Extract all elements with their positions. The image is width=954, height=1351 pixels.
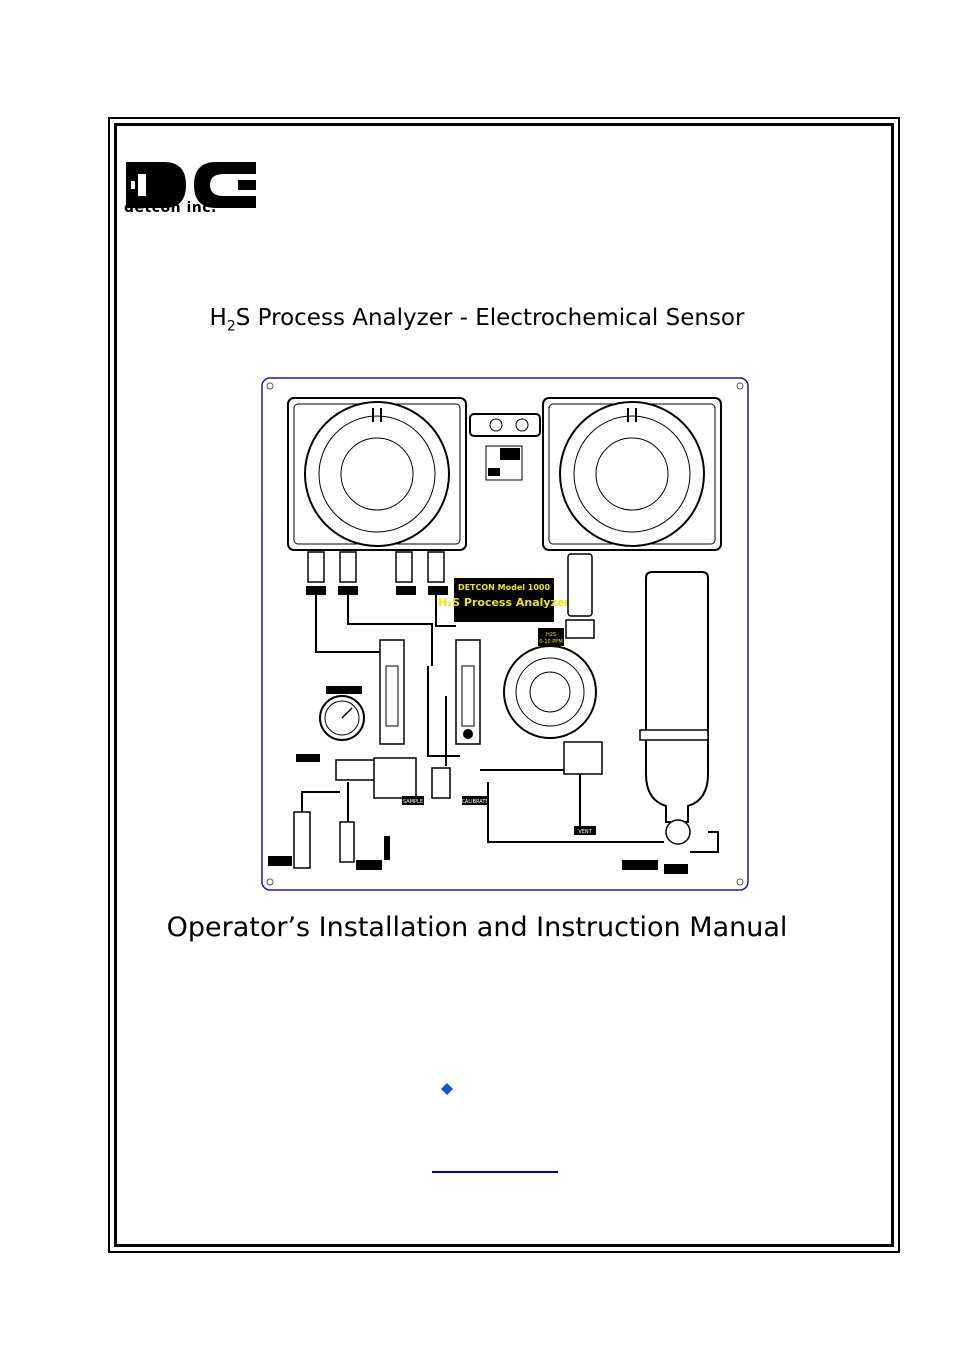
- blue-bullet-icon: [441, 1083, 453, 1095]
- document-title: H2S Process Analyzer - Electrochemical S…: [209, 305, 745, 335]
- svg-text:H2S: H2S: [546, 632, 556, 638]
- svg-text:H₂S Process Analyzer: H₂S Process Analyzer: [438, 596, 570, 609]
- link-underline[interactable]: [432, 1171, 558, 1173]
- svg-text:VENT: VENT: [578, 829, 592, 835]
- svg-text:CALIBRATE: CALIBRATE: [461, 799, 488, 805]
- svg-text:DETCON Model 1000: DETCON Model 1000: [458, 583, 551, 592]
- logo-text: detcon inc.: [124, 200, 217, 216]
- svg-text:SAMPLE: SAMPLE: [403, 799, 423, 805]
- left-enclosure: [287, 397, 467, 551]
- svg-text:0-10 PPM: 0-10 PPM: [539, 639, 562, 645]
- detcon-logo: [126, 162, 256, 208]
- manual-subtitle: Operator’s Installation and Instruction …: [166, 912, 788, 943]
- page-border-inner: [114, 123, 894, 1247]
- right-enclosure: [542, 397, 722, 551]
- page-border-outer: [108, 117, 900, 1253]
- analyzer-panel-drawing: DETCON Model 1000 H₂S Process Analyzer H…: [261, 377, 749, 891]
